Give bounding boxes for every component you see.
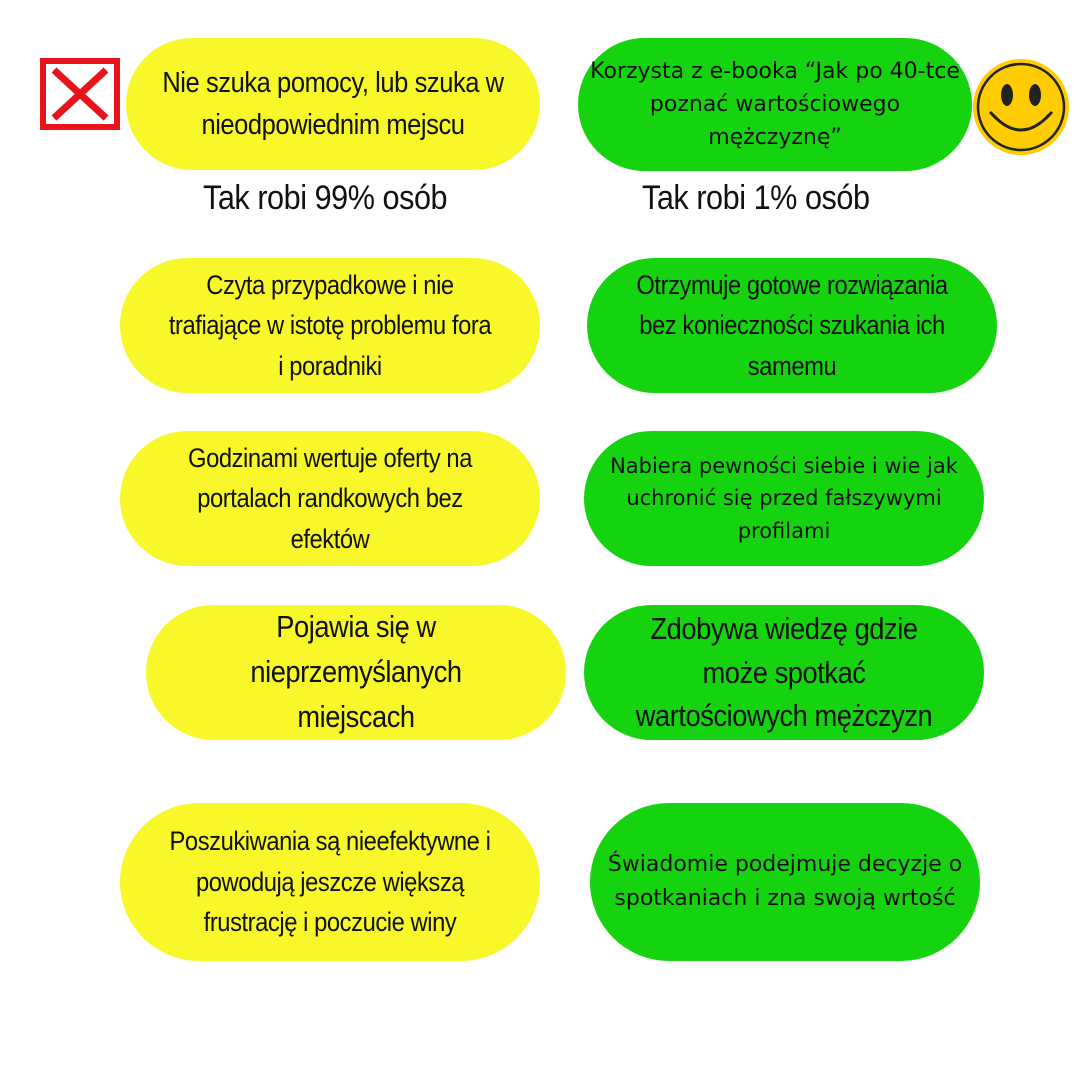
right-header-pill: Korzysta z e-booka “Jak po 40-tce poznać…	[578, 38, 972, 171]
smiley-icon	[973, 59, 1069, 155]
left-item-pill: Czyta przypadkowe i nie trafiające w ist…	[120, 258, 540, 393]
left-header-text: Nie szuka pomocy, lub szuka w nieodpowie…	[162, 66, 504, 141]
right-item-text: Otrzymuje gotowe rozwiązania bez koniecz…	[636, 269, 948, 381]
right-header-text: Korzysta z e-booka “Jak po 40-tce poznać…	[590, 59, 960, 150]
left-caption: Tak robi 99% osób	[203, 179, 448, 217]
right-item-text: Zdobywa wiedzę gdzie może spotkać wartoś…	[635, 611, 933, 734]
left-item-pill: Pojawia się w nieprzemyślanych miejscach	[146, 605, 566, 740]
right-caption: Tak robi 1% osób	[642, 179, 870, 217]
x-mark-icon	[40, 58, 120, 130]
left-item-text: Godzinami wertuje oferty na portalach ra…	[188, 442, 472, 554]
right-item-text: Świadomie podejmuje decyzje o spotkaniac…	[607, 851, 963, 911]
left-item-text: Czyta przypadkowe i nie trafiające w ist…	[168, 269, 492, 381]
right-item-pill: Świadomie podejmuje decyzje o spotkaniac…	[590, 803, 980, 961]
left-item-text: Pojawia się w nieprzemyślanych miejscach	[250, 609, 462, 734]
right-item-pill: Zdobywa wiedzę gdzie może spotkać wartoś…	[584, 605, 984, 740]
right-item-pill: Otrzymuje gotowe rozwiązania bez koniecz…	[587, 258, 997, 393]
right-item-pill: Nabiera pewności siebie i wie jak uchron…	[584, 431, 984, 566]
left-header-pill: Nie szuka pomocy, lub szuka w nieodpowie…	[126, 38, 540, 170]
left-item-pill: Godzinami wertuje oferty na portalach ra…	[120, 431, 540, 566]
left-item-text: Poszukiwania są nieefektywne i powodują …	[169, 826, 491, 938]
right-item-text: Nabiera pewności siebie i wie jak uchron…	[610, 453, 958, 543]
left-item-pill: Poszukiwania są nieefektywne i powodują …	[120, 803, 540, 961]
